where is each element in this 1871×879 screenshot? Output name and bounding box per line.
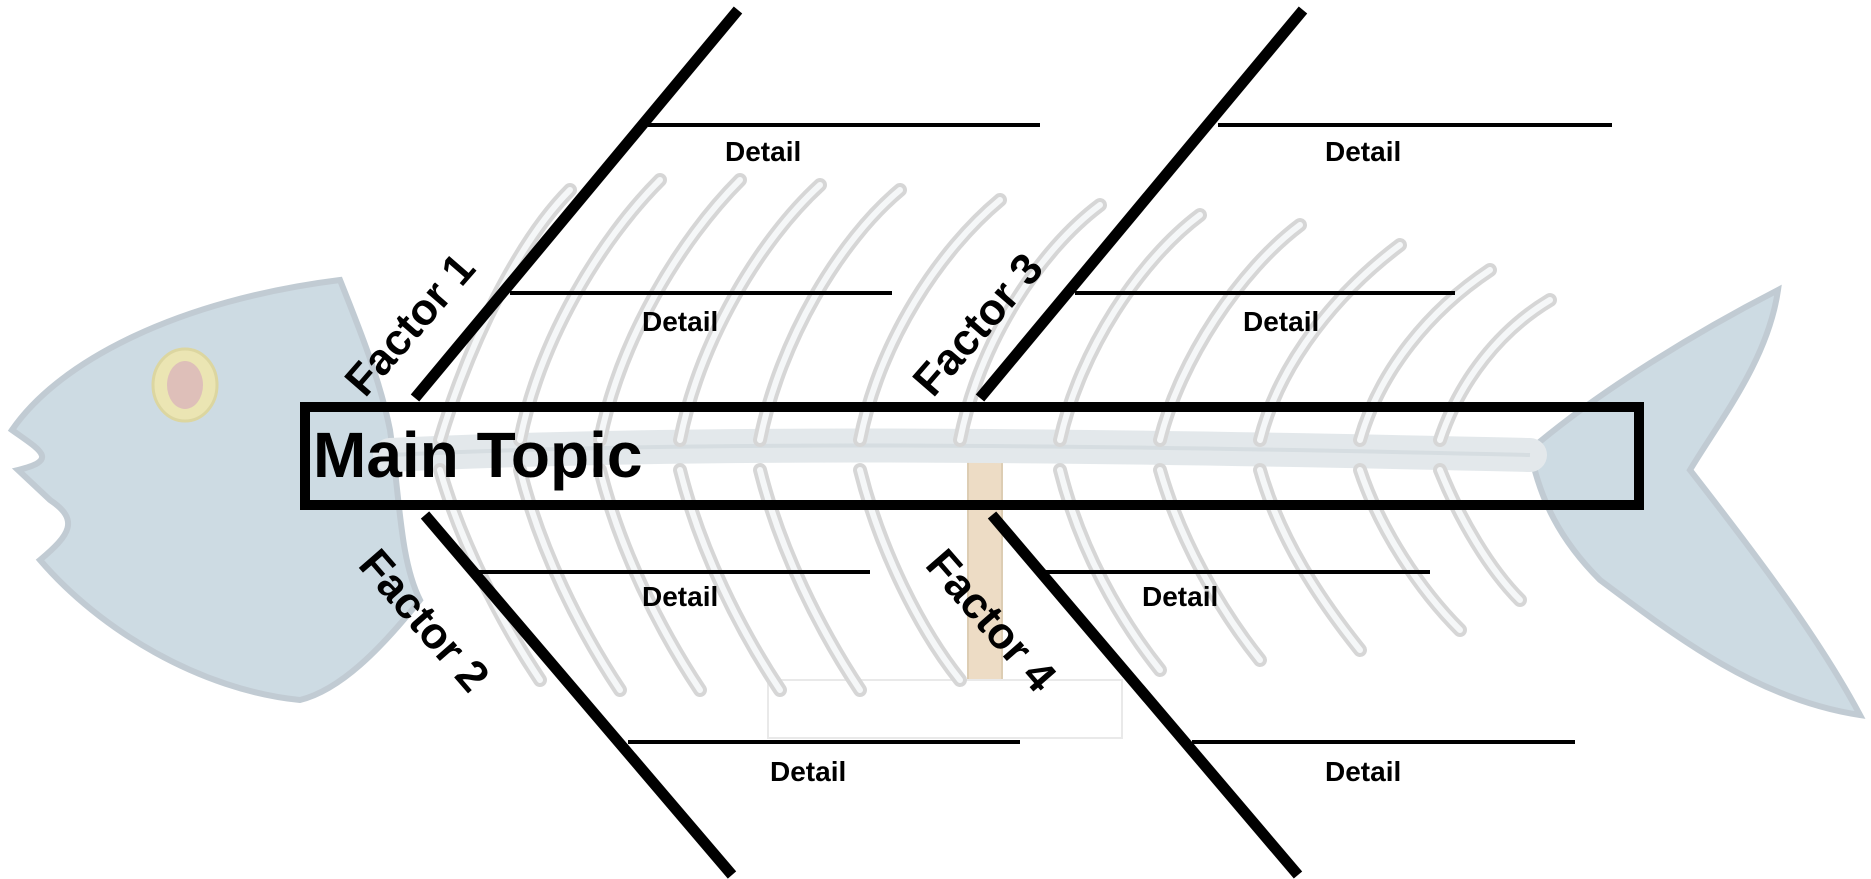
stand-base (767, 679, 1123, 739)
factor-4-branch (987, 511, 1303, 879)
factor-1-detail-2-label: Detail (642, 306, 719, 337)
fish-head (7, 276, 424, 704)
fish-eye (167, 361, 203, 409)
factor-4-detail-2-label: Detail (1325, 756, 1402, 787)
factor-1-branch (410, 6, 743, 402)
factor-3-branch (975, 6, 1308, 402)
factor-2-branch (420, 511, 737, 879)
fish-background-illustration (7, 173, 1866, 739)
factor-3-detail-2-label: Detail (1243, 306, 1320, 337)
main-topic-label: Main Topic (313, 419, 643, 491)
stand-stick (967, 439, 1003, 681)
factor-2-detail-1-label: Detail (642, 581, 719, 612)
factor-3-detail-1-label: Detail (1325, 136, 1402, 167)
factor-4-detail-1-label: Detail (1142, 581, 1219, 612)
factor-1-detail-1-label: Detail (725, 136, 802, 167)
fish-tail (1526, 284, 1866, 719)
factor-2-detail-2-label: Detail (770, 756, 847, 787)
main-topic-box (300, 402, 1644, 510)
